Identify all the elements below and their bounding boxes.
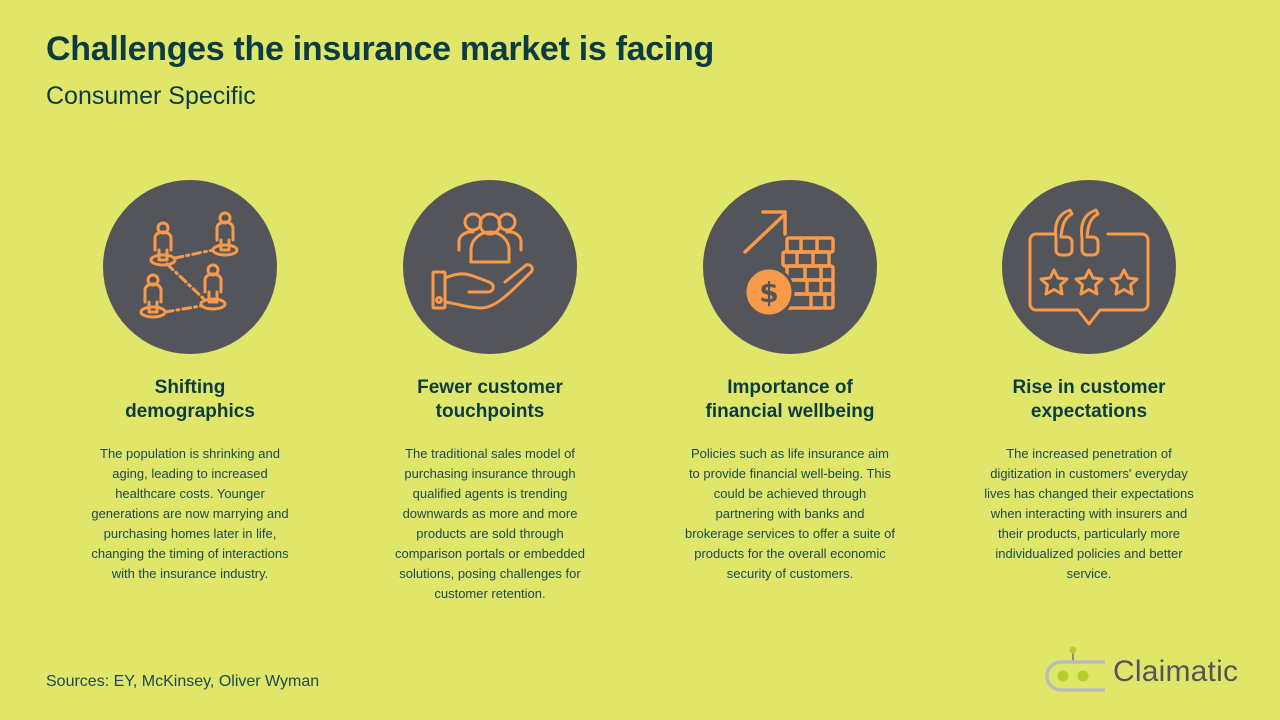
- card-description: The increased penetration of digitizatio…: [984, 446, 1194, 581]
- challenge-card-customer-expectations: Rise in customer expectations The increa…: [949, 180, 1229, 584]
- money-growth-icon: $: [743, 210, 835, 318]
- card-description: The traditional sales model of purchasin…: [394, 446, 586, 601]
- card-description: The population is shrinking and aging, l…: [91, 446, 289, 581]
- claimatic-logo: Claimatic: [1043, 645, 1238, 693]
- sources-note: Sources: EY, McKinsey, Oliver Wyman: [46, 673, 320, 690]
- card-title: Fewer customer touchpoints: [417, 377, 563, 422]
- challenge-card-financial-wellbeing: $ Importance of financial wellbeing Poli…: [650, 180, 930, 584]
- card-title: Rise in customer expectations: [1012, 377, 1166, 422]
- card-description: Policies such as life insurance aim to p…: [684, 446, 896, 581]
- svg-text:$: $: [759, 276, 778, 309]
- review-stars-icon: [1028, 208, 1150, 326]
- challenge-card-demographics: Shifting demographics The population is …: [50, 180, 330, 584]
- icon-circle: [103, 180, 277, 354]
- icon-circle: [403, 180, 577, 354]
- hand-holding-people-icon: [431, 212, 534, 310]
- card-title: Importance of financial wellbeing: [705, 377, 875, 422]
- icon-circle: $: [703, 180, 877, 354]
- logo-text: Claimatic: [1113, 655, 1239, 688]
- challenge-card-touchpoints: Fewer customer touchpoints The tradition…: [350, 180, 630, 604]
- icon-circle: [1002, 180, 1176, 354]
- card-title: Shifting demographics: [125, 377, 255, 422]
- robot-logo-icon: [1045, 646, 1105, 692]
- page-title: Challenges the insurance market is facin…: [46, 30, 714, 68]
- page-subtitle: Consumer Specific: [46, 82, 256, 110]
- network-people-icon: [139, 211, 239, 319]
